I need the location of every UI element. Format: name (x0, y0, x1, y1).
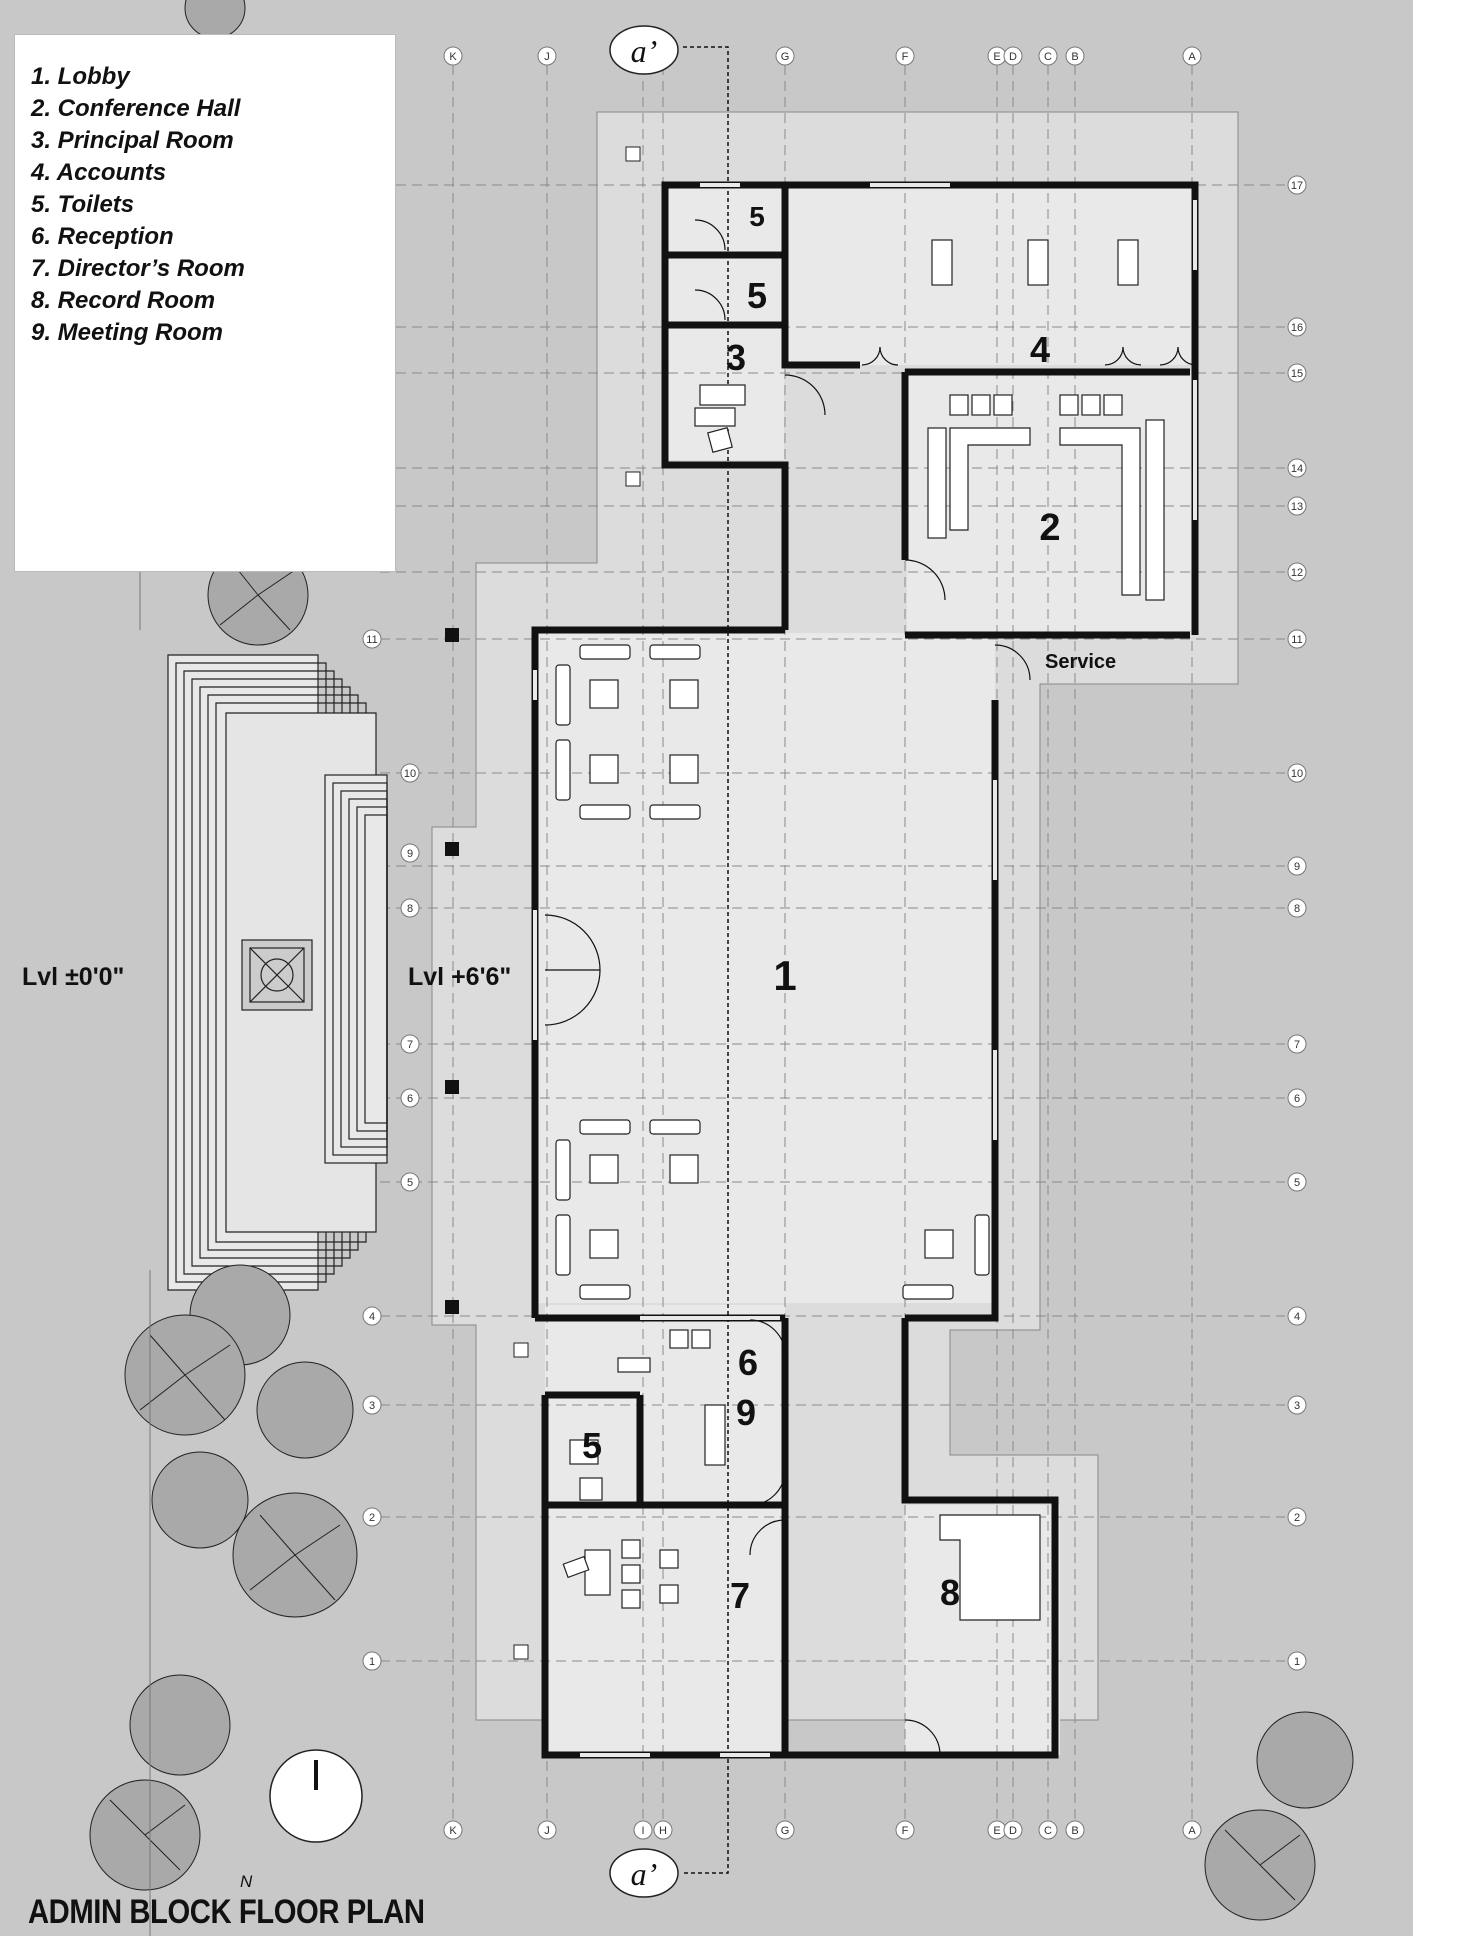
grid-label-13: 13 (1291, 501, 1303, 513)
legend-item: 3. Principal Room (31, 127, 234, 154)
legend-item: 5. Toilets (31, 191, 135, 218)
plan-title: ADMIN BLOCK FLOOR PLAN (28, 1893, 425, 1931)
grid-label-5: 5 (1294, 1177, 1300, 1189)
grid-label-k: K (449, 51, 457, 63)
grid-label-14: 14 (1291, 463, 1303, 475)
grid-label-j-bottom: J (544, 1825, 550, 1837)
grid-label-5-left: 5 (407, 1177, 413, 1189)
grid-label-g: G (781, 51, 790, 63)
room-legend: 1. Lobby 2. Conference Hall 3. Principal… (14, 34, 396, 572)
grid-label-d: D (1009, 51, 1017, 63)
grid-label-4-left: 4 (369, 1311, 375, 1323)
room-number-toilet-b: 5 (747, 275, 767, 316)
floor-drains (513, 146, 641, 1660)
room-number-director: 7 (730, 1575, 750, 1616)
grid-label-9-left: 9 (407, 848, 413, 860)
grid-label-h-bottom: H (659, 1825, 667, 1837)
grid-label-b-bottom: B (1071, 1825, 1078, 1837)
level-ground-label: Lvl ±0'0" (22, 963, 124, 991)
grid-label-10: 10 (1291, 768, 1303, 780)
page-margin (1413, 0, 1464, 1936)
grid-label-16: 16 (1291, 322, 1303, 334)
grid-label-7-left: 7 (407, 1039, 413, 1051)
room-number-toilet-c: 5 (582, 1425, 602, 1466)
grid-label-e-bottom: E (993, 1825, 1000, 1837)
north-arrow-icon (269, 1749, 363, 1843)
grid-label-b: B (1071, 51, 1078, 63)
section-marker-top-icon (609, 25, 679, 75)
legend-item: 2. Conference Hall (31, 95, 241, 122)
grid-label-2-left: 2 (369, 1512, 375, 1524)
grid-label-7: 7 (1294, 1039, 1300, 1051)
grid-label-12: 12 (1291, 567, 1303, 579)
legend-item: 7. Director’s Room (31, 255, 245, 282)
walls (531, 181, 1199, 1759)
grid-label-f-bottom: F (902, 1825, 909, 1837)
legend-item: 6. Reception (31, 223, 174, 250)
amphitheatre-steps (167, 654, 388, 1291)
grid-label-g-bottom: G (781, 1825, 790, 1837)
grid-label-c-bottom: C (1044, 1825, 1052, 1837)
grid-label-9: 9 (1294, 861, 1300, 873)
grid-label-e: E (993, 51, 1000, 63)
grid-label-15: 15 (1291, 368, 1303, 380)
grid-label-1-left: 1 (369, 1656, 375, 1668)
north-label: N (240, 1872, 253, 1891)
room-number-toilet-a: 5 (749, 201, 765, 232)
grid-label-17: 17 (1291, 180, 1303, 192)
window-openings (533, 183, 1197, 1757)
grid-bubbles-bottom (443, 1820, 1202, 1840)
grid-label-2: 2 (1294, 1512, 1300, 1524)
grid-label-6-left: 6 (407, 1093, 413, 1105)
section-cut-line (683, 46, 729, 1874)
room-number-reception: 6 (738, 1342, 758, 1383)
room-number-principal: 3 (726, 337, 746, 378)
room-number-meeting: 9 (736, 1392, 756, 1433)
grid-label-10-left: 10 (404, 768, 416, 780)
service-label: Service (1045, 651, 1116, 673)
tree-branches (109, 559, 1301, 1901)
room-furniture (562, 239, 1165, 1621)
grid-label-3-left: 3 (369, 1400, 375, 1412)
grid-label-i-bottom: I (641, 1825, 644, 1837)
lobby-columns (445, 628, 459, 1314)
grid-label-d-bottom: D (1009, 1825, 1017, 1837)
grid-label-j: J (544, 51, 550, 63)
grid-label-8-left: 8 (407, 903, 413, 915)
legend-item: 1. Lobby (31, 63, 130, 90)
grid-label-c: C (1044, 51, 1052, 63)
room-number-accounts: 4 (1030, 329, 1050, 370)
room-number-lobby: 1 (773, 952, 796, 999)
grid-label-1: 1 (1294, 1656, 1300, 1668)
grid-label-3: 3 (1294, 1400, 1300, 1412)
level-floor-label: Lvl +6'6" (408, 963, 511, 991)
legend-item: 9. Meeting Room (31, 319, 224, 346)
grid-label-f: F (902, 51, 909, 63)
section-marker-top-label: a’ (631, 33, 658, 69)
room-number-record: 8 (940, 1572, 960, 1613)
grid-label-11-left: 11 (366, 634, 377, 646)
legend-item: 8. Record Room (31, 287, 216, 314)
grid-label-a-bottom: A (1188, 1825, 1196, 1837)
door-swings (544, 219, 1197, 1756)
lobby-furniture (555, 644, 990, 1300)
room-floors (535, 185, 1192, 1755)
grid-label-4: 4 (1294, 1311, 1300, 1323)
section-marker-bottom-icon (609, 1848, 679, 1898)
grid-bubbles-left (362, 629, 420, 1671)
grid-label-8: 8 (1294, 903, 1300, 915)
room-number-conference: 2 (1039, 507, 1060, 549)
grid-bubbles-right (1287, 175, 1307, 1671)
grid-label-6: 6 (1294, 1093, 1300, 1105)
section-marker-bottom-label: a’ (631, 1856, 658, 1892)
grid-label-k-bottom: K (449, 1825, 457, 1837)
legend-list: 1. Lobby 2. Conference Hall 3. Principal… (15, 35, 395, 349)
grid-label-a: A (1188, 51, 1196, 63)
grid-label-11: 11 (1291, 634, 1302, 646)
legend-item: 4. Accounts (31, 159, 167, 186)
